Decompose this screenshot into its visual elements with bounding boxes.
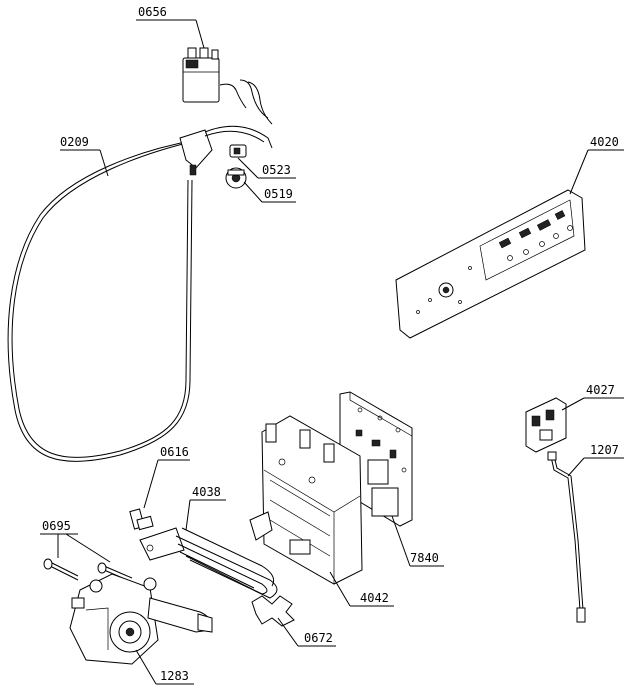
part-4042-main-module <box>249 415 363 585</box>
part-0672-clamp <box>251 595 295 627</box>
label-0519: 0519 <box>264 187 293 201</box>
label-0616: 0616 <box>160 445 189 459</box>
label-4038: 4038 <box>192 485 221 499</box>
label-0523: 0523 <box>262 163 291 177</box>
part-0519-strain-relief <box>225 167 247 189</box>
leader-0616-arrow <box>143 459 159 509</box>
label-4042: 4042 <box>360 591 389 605</box>
label-0656: 0656 <box>138 5 167 19</box>
label-1283: 1283 <box>160 669 189 683</box>
label-7840: 7840 <box>410 551 439 565</box>
leader-4042 <box>329 571 351 607</box>
part-1283-pump <box>69 573 213 665</box>
leader-0519 <box>243 181 263 203</box>
leader-4027-arrow <box>561 397 585 411</box>
leader-4020-arrow <box>569 149 589 195</box>
label-1207: 1207 <box>590 443 619 457</box>
leader-4038-arrow <box>185 499 191 531</box>
part-1207-wire <box>547 451 586 623</box>
label-4027: 4027 <box>586 383 615 397</box>
part-0523-clip <box>229 144 247 158</box>
label-0695: 0695 <box>42 519 71 533</box>
label-4020: 4020 <box>590 135 619 149</box>
part-0209-cable <box>7 125 273 462</box>
part-4038-heater <box>139 527 278 599</box>
leader-1283 <box>135 649 157 685</box>
part-4027-door-lock <box>525 397 567 453</box>
part-0656-filter <box>182 47 273 125</box>
leader-0209-arrow <box>99 149 109 177</box>
label-0672: 0672 <box>304 631 333 645</box>
leader-0656-arrow <box>195 19 205 49</box>
leader-1207-arrow <box>567 457 585 477</box>
leader-7840 <box>391 515 411 567</box>
part-0695-screws <box>43 558 133 583</box>
leader-0695-b <box>65 533 111 563</box>
leader-0523 <box>237 157 259 179</box>
label-0209: 0209 <box>60 135 89 149</box>
part-0616-sensor <box>129 508 154 531</box>
leader-0672 <box>277 617 299 647</box>
part-4020-control-board <box>395 189 586 339</box>
